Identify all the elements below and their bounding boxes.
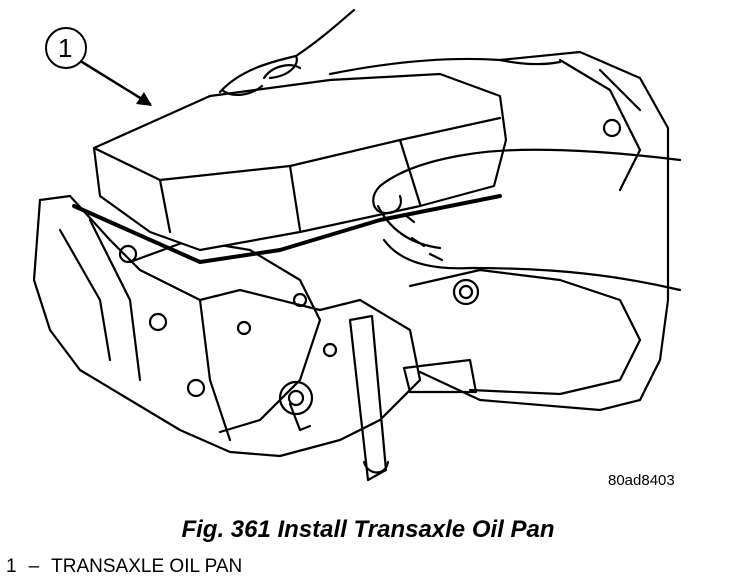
upper-hand-finger xyxy=(262,64,302,80)
case-boss xyxy=(452,278,480,306)
transaxle-illustration: 1 xyxy=(32,8,682,482)
case-tab xyxy=(402,358,478,394)
shaft-nut-center xyxy=(287,389,305,407)
lower-hand xyxy=(372,148,682,292)
case-lower-body xyxy=(408,268,642,396)
lower-hand-knuckles xyxy=(402,212,444,262)
callout-arrowhead xyxy=(136,92,152,106)
output-shaft xyxy=(348,314,388,482)
oil-pan-edge xyxy=(158,138,422,234)
transaxle-case xyxy=(418,50,670,412)
shaft-stub xyxy=(288,402,312,432)
legend-label: TRANSAXLE OIL PAN xyxy=(51,556,243,577)
legend-number: 1 xyxy=(6,556,17,577)
housing-bolt xyxy=(148,312,168,332)
case-boss-inner xyxy=(458,284,474,300)
legend-item: 1–TRANSAXLE OIL PAN xyxy=(6,556,242,578)
housing-bolt xyxy=(186,378,206,398)
legend-separator: – xyxy=(28,556,40,577)
figure-code: 80ad8403 xyxy=(608,472,675,489)
pan-gasket xyxy=(72,194,502,264)
housing-bolt-small xyxy=(322,342,338,358)
front-housing xyxy=(32,194,422,458)
upper-hand xyxy=(218,8,562,96)
housing-bolt-small xyxy=(292,292,308,308)
case-bolt-hole xyxy=(602,118,622,138)
housing-bolt-small xyxy=(236,320,252,336)
callout-leader xyxy=(80,60,152,106)
oil-pan xyxy=(92,72,508,252)
housing-bolt xyxy=(118,244,138,264)
housing-ribs xyxy=(58,218,232,442)
figure-caption: Fig. 361 Install Transaxle Oil Pan xyxy=(181,516,555,543)
shaft-nut xyxy=(278,380,314,416)
shaft-end xyxy=(362,460,390,474)
callout-number: 1 xyxy=(58,33,72,63)
case-flange xyxy=(558,58,642,192)
callout-circle xyxy=(45,27,87,69)
